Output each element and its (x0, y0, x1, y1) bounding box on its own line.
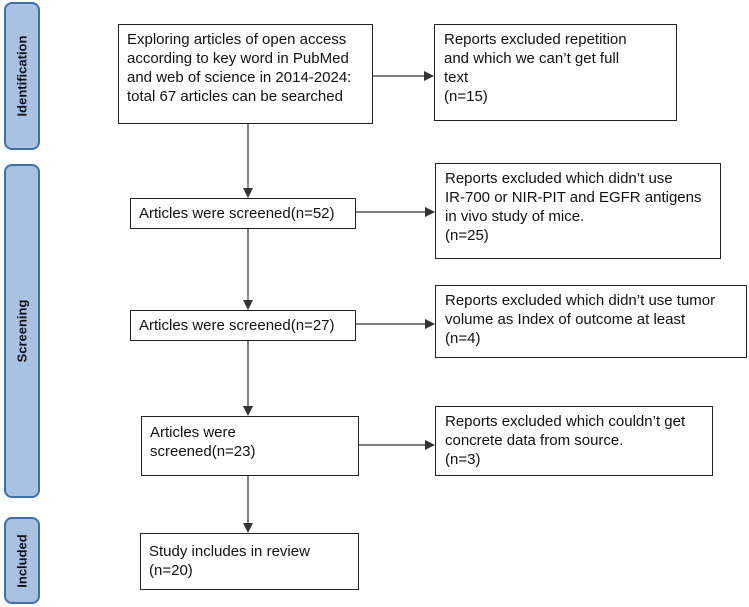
phase-screening: Screening (4, 164, 40, 498)
box-screened-27: Articles were screened(n=27) (130, 310, 356, 341)
box-excluded-3: Reports excluded which couldn’t get conc… (435, 406, 713, 476)
box-identification: Exploring articles of open access accord… (118, 24, 373, 124)
box-excluded-15: Reports excluded repetition and which we… (434, 24, 677, 121)
box-included: Study includes in review (n=20) (140, 533, 359, 590)
box-excluded-4: Reports excluded which didn’t use tumor … (435, 285, 747, 358)
phase-identification: Identification (4, 2, 40, 150)
phase-included: Included (4, 517, 40, 604)
box-excluded-25: Reports excluded which didn’t use IR-700… (435, 163, 721, 259)
box-screened-52: Articles were screened(n=52) (130, 198, 356, 229)
box-screened-23: Articles were screened(n=23) (141, 416, 359, 476)
